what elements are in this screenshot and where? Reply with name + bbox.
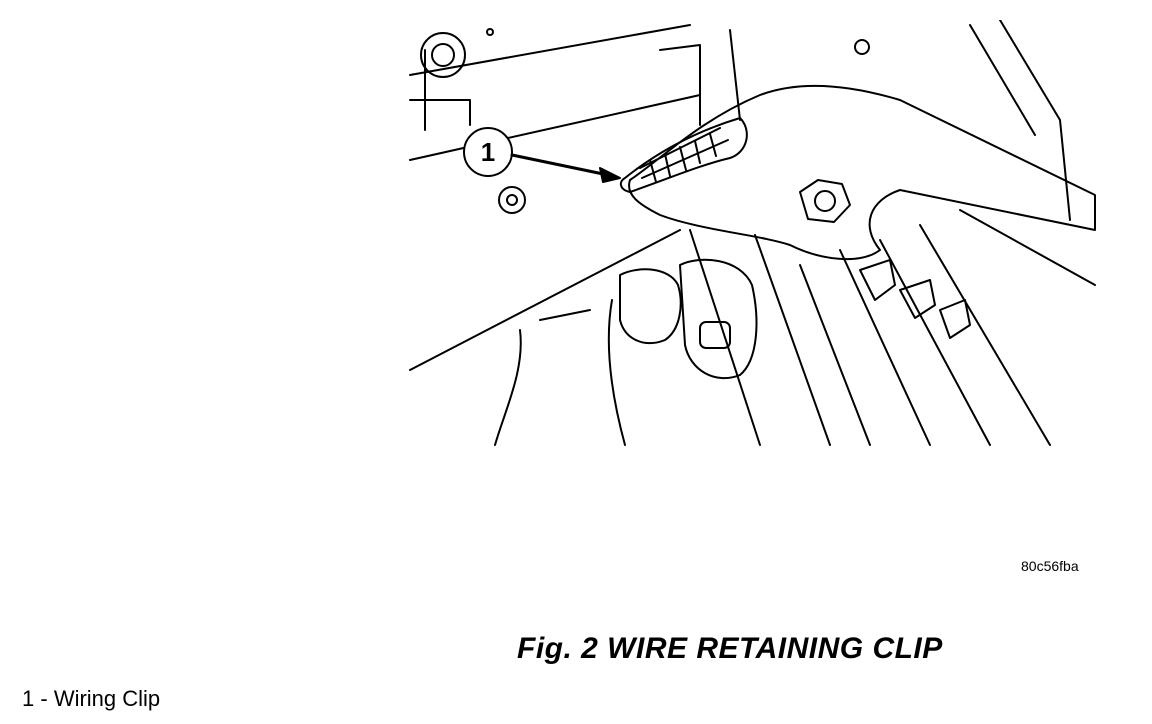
figure-caption: Fig. 2 WIRE RETAINING CLIP — [517, 632, 943, 665]
hand — [607, 258, 758, 446]
panel-screw — [854, 39, 870, 55]
legend-number: 1 — [22, 686, 35, 711]
legend-separator: - — [34, 686, 54, 711]
legend-item: 1 - Wiring Clip — [22, 686, 160, 712]
upper-bolt — [420, 32, 466, 78]
callout-1: 1 — [463, 127, 621, 183]
legend-label: Wiring Clip — [53, 686, 161, 711]
small-stud — [498, 186, 526, 214]
hex-nut — [799, 179, 851, 223]
body-panel-lines — [409, 20, 1096, 446]
figure-image-code: 80c56fba — [1021, 558, 1079, 574]
callout-number: 1 — [481, 137, 495, 167]
wire-retaining-clip-illustration: 1 — [409, 20, 1096, 446]
wiring-clip — [619, 117, 748, 193]
wire-harness — [689, 224, 1051, 446]
mounting-bracket — [628, 29, 1096, 261]
panel-hole — [486, 28, 494, 36]
